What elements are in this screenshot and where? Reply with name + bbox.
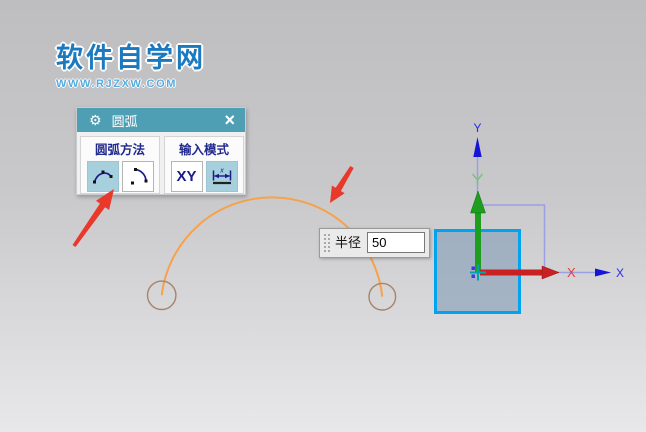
radius-input-box: 半径: [319, 228, 430, 258]
site-logo: 软件自学网 WWW.RJZXW.COM: [56, 36, 206, 90]
three-point-arc-icon: [92, 170, 112, 183]
xy-coordinate-mode-button[interactable]: XY: [170, 161, 203, 192]
close-icon[interactable]: ×: [224, 110, 235, 130]
x-axis-arrowhead-icon: [595, 268, 611, 277]
arc-dialog-title: 圆弧: [111, 113, 138, 129]
radius-label: 半径: [335, 235, 362, 250]
gear-icon[interactable]: ⚙: [89, 112, 102, 128]
three-point-arc-button[interactable]: [86, 161, 119, 192]
arc-dialog-titlebar[interactable]: ⚙ 圆弧 ×: [77, 108, 245, 132]
arc-dialog: ⚙ 圆弧 × 圆弧方法: [76, 107, 246, 195]
sketch-plane[interactable]: [434, 229, 521, 314]
drag-grip-icon[interactable]: [323, 233, 331, 254]
y-axis-label: Y: [473, 121, 481, 135]
center-point-arc-button[interactable]: [121, 161, 154, 192]
x-axis-label: X: [616, 266, 624, 280]
red-arrow-to-arc-method-button: [72, 189, 114, 247]
y-axis-arrowhead-icon: [473, 137, 482, 157]
input-mode-label: 输入模式: [178, 143, 229, 157]
x-handle-label: X: [567, 265, 576, 280]
arc-method-label: 圆弧方法: [94, 143, 145, 157]
center-point-arc-icon: [130, 167, 147, 184]
arc-end-circle[interactable]: [368, 282, 397, 311]
parameter-dimension-mode-button[interactable]: x: [205, 161, 238, 192]
xy-button-label: XY: [176, 168, 197, 185]
y-chevron-icon: [471, 173, 484, 182]
logo-url: WWW.RJZXW.COM: [56, 78, 178, 90]
svg-text:x: x: [219, 167, 224, 174]
arc-start-circle[interactable]: [146, 280, 177, 311]
red-x-handle-arrowhead[interactable]: [541, 265, 560, 280]
red-arrow-to-arc-curve: [330, 166, 354, 203]
green-y-handle-arrowhead[interactable]: [470, 190, 486, 214]
dimension-mode-icon: x: [212, 167, 231, 184]
radius-input[interactable]: [367, 232, 425, 253]
arc-method-group: 圆弧方法: [80, 136, 160, 194]
logo-title: 软件自学网: [56, 43, 206, 73]
input-mode-group: 输入模式 XY x: [164, 136, 244, 194]
